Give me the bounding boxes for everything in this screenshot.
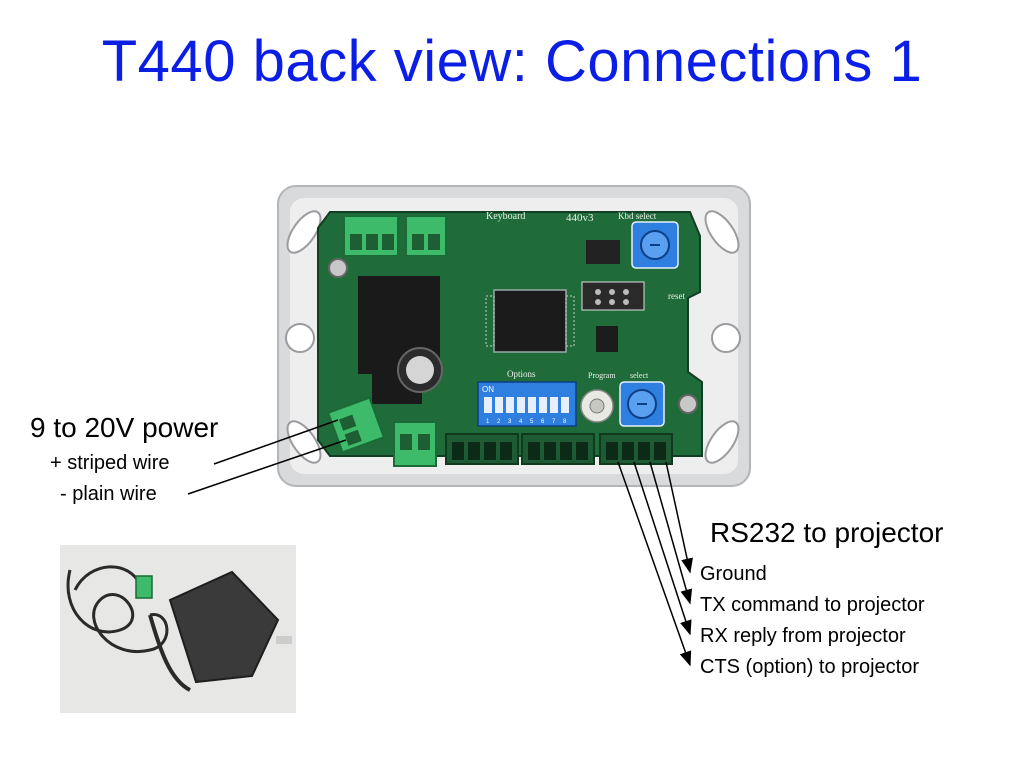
page-title: T440 back view: Connections 1 — [101, 29, 923, 94]
arrow-ground — [665, 461, 693, 574]
power-striped-label: + striped wire — [50, 452, 170, 474]
rs232-pin-tx: TX command to projector — [700, 594, 925, 616]
rotary-switch-kbd — [631, 221, 679, 269]
rs232-pin-cts: CTS (option) to projector — [700, 656, 919, 678]
rs232-heading: RS232 to projector — [710, 517, 944, 548]
rs232-pin-rx: RX reply from projector — [700, 625, 906, 647]
bottom-connector-left — [445, 433, 519, 465]
dip-num-6: 6 — [541, 419, 545, 425]
arrow-tx — [649, 461, 693, 605]
arrow-rx — [633, 461, 692, 636]
rotary-switch-select — [619, 381, 665, 427]
electrolytic-capacitor — [397, 347, 443, 393]
silk-select: select — [630, 371, 649, 380]
terminal-block-top-left — [343, 215, 399, 257]
silk-program: Program — [588, 371, 616, 380]
small-ic — [596, 326, 618, 352]
silk-keyboard: Keyboard — [486, 211, 525, 222]
dip-num-7: 7 — [552, 419, 556, 425]
silk-reset: reset — [668, 291, 685, 301]
rs232-pin-ground: Ground — [700, 563, 767, 585]
header-pins-top — [581, 240, 645, 311]
rotary-switch-program — [580, 389, 614, 423]
dip-num-1: 1 — [486, 419, 490, 425]
silk-model: 440v3 — [566, 212, 594, 224]
bottom-connector-middle — [521, 433, 595, 465]
dip-num-2: 2 — [497, 419, 501, 425]
arrow-cts — [617, 461, 692, 667]
rs232-connector — [599, 433, 673, 465]
leader-striped-wire — [213, 419, 339, 465]
dip-num-3: 3 — [508, 419, 512, 425]
microcontroller-chip — [485, 289, 575, 353]
silk-options: Options — [507, 369, 536, 379]
power-heading: 9 to 20V power — [30, 412, 219, 443]
dip-num-8: 8 — [563, 419, 567, 425]
power-terminal-block — [326, 396, 386, 454]
silk-kbd-select: Kbd select — [618, 211, 657, 221]
dip-num-4: 4 — [519, 419, 523, 425]
aux-terminal-block — [393, 421, 437, 467]
terminal-block-top-right — [405, 215, 447, 257]
dip-switch-options: ON 1 2 3 4 5 6 7 8 — [477, 381, 577, 427]
power-plain-label: - plain wire — [60, 483, 157, 505]
dip-on-label: ON — [482, 385, 494, 394]
power-adapter-drawing — [66, 565, 292, 692]
mounting-screw-left — [328, 258, 348, 278]
dip-num-5: 5 — [530, 419, 534, 425]
leader-plain-wire — [187, 439, 347, 495]
mounting-screw-right — [678, 394, 698, 414]
